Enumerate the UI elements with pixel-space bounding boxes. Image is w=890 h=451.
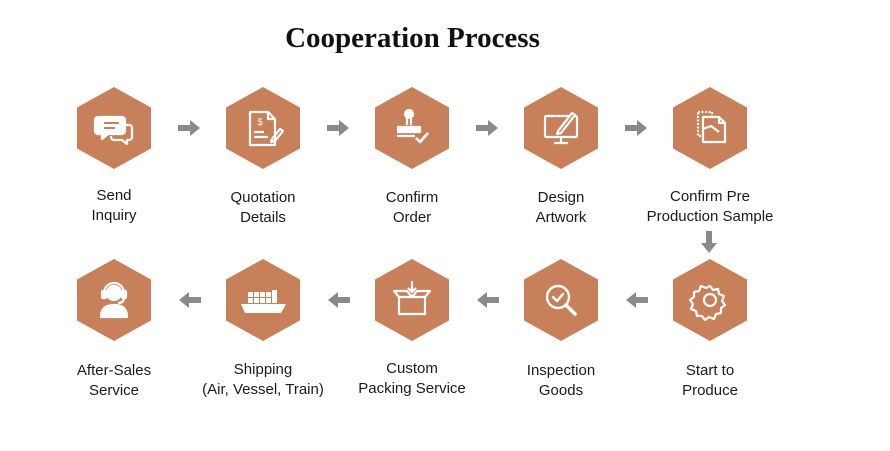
page-title: Cooperation Process <box>285 22 540 54</box>
step-label-line1: Inspection <box>526 362 596 379</box>
quotation-document-icon: $ <box>248 110 285 147</box>
chat-bubbles-icon <box>93 115 134 146</box>
arrow-right-icon <box>327 120 349 136</box>
step-label-line1: Quotation <box>230 189 296 206</box>
step-label-line2: Order <box>392 209 432 226</box>
arrow-down-icon <box>701 231 717 253</box>
step-quotation-details-hexagon: $ <box>226 87 300 169</box>
cargo-ship-icon <box>241 290 286 313</box>
step-label-line1: Custom <box>386 360 438 377</box>
step-label-line2: Inquiry <box>91 207 137 224</box>
step-label-line1: Design <box>537 189 585 206</box>
step-shipping-hexagon <box>226 259 300 341</box>
step-start-to-produce-hexagon <box>673 259 747 341</box>
step-label-line1: After-Sales <box>76 362 152 379</box>
step-label-line2: Artwork <box>535 209 587 226</box>
arrow-left-icon <box>626 292 648 308</box>
step-label-line2: Details <box>240 209 286 226</box>
stamp-check-icon <box>396 108 429 144</box>
step-label-line2: (Air, Vessel, Train) <box>202 381 324 398</box>
step-label-line1: Confirm Pre <box>669 188 751 205</box>
arrow-left-icon <box>477 292 499 308</box>
step-label-start-to-produce: Start to Produce <box>625 361 795 401</box>
step-inspection-goods-hexagon <box>524 259 598 341</box>
gear-icon <box>688 284 727 322</box>
step-confirm-order-hexagon <box>375 87 449 169</box>
step-design-artwork-hexagon <box>524 87 598 169</box>
magnifier-check-icon <box>545 284 577 316</box>
step-label-line1: Shipping <box>233 361 293 378</box>
step-label-line1: Send <box>96 187 132 204</box>
step-label-line1: Start to <box>685 362 735 379</box>
step-send-inquiry-hexagon <box>77 87 151 169</box>
sample-swatches-icon <box>696 110 727 144</box>
arrow-left-icon <box>328 292 350 308</box>
step-label-line1: Confirm <box>385 189 439 206</box>
svg-text:$: $ <box>257 117 263 128</box>
arrow-right-icon <box>178 120 200 136</box>
arrow-left-icon <box>179 292 201 308</box>
step-label-line2: Produce <box>682 382 738 399</box>
open-box-icon <box>392 281 432 316</box>
step-label-line2: Production Sample <box>646 208 774 225</box>
monitor-pen-icon <box>543 111 579 145</box>
headset-agent-icon <box>99 281 129 319</box>
step-label-shipping: Shipping (Air, Vessel, Train) <box>178 360 348 400</box>
step-confirm-pre-production-sample-hexagon <box>673 87 747 169</box>
step-custom-packing-service-hexagon <box>375 259 449 341</box>
arrow-right-icon <box>625 120 647 136</box>
step-label-line2: Service <box>88 382 140 399</box>
step-after-sales-service-hexagon <box>77 259 151 341</box>
step-label-line2: Packing Service <box>358 380 466 397</box>
arrow-right-icon <box>476 120 498 136</box>
step-label-line2: Goods <box>538 382 584 399</box>
